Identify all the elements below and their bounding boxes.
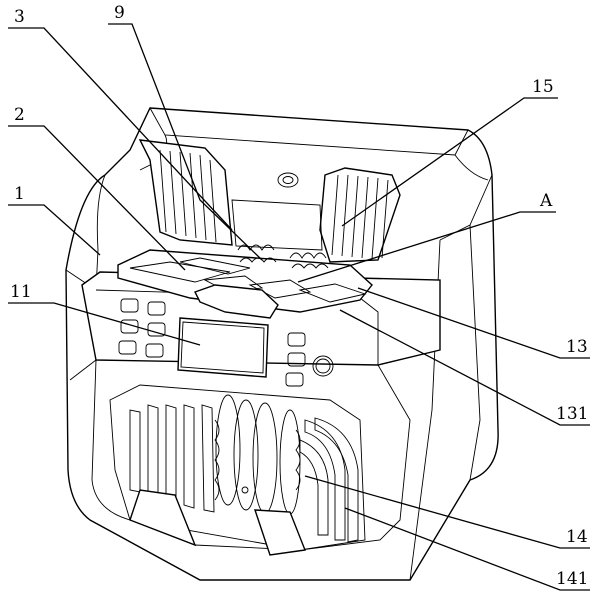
label-15: 15 xyxy=(532,77,554,97)
panel-button-2 xyxy=(147,301,166,316)
output-stacker xyxy=(109,384,366,556)
panel-button-8 xyxy=(287,352,306,367)
panel-button-9 xyxy=(285,372,304,387)
panel-button-5 xyxy=(118,340,137,355)
label-9: 9 xyxy=(114,3,125,23)
machine-body xyxy=(65,107,499,581)
panel-button-1 xyxy=(120,298,139,313)
label-14: 14 xyxy=(566,527,588,547)
label-141: 141 xyxy=(556,569,588,589)
knob-icon xyxy=(312,355,334,377)
feed-rollers xyxy=(231,172,329,269)
panel-button-6 xyxy=(145,343,164,358)
label-131: 131 xyxy=(556,404,588,424)
right-guide-plate xyxy=(319,167,401,263)
label-1: 1 xyxy=(14,184,25,204)
display-screen xyxy=(177,317,269,378)
leader-lines xyxy=(8,23,590,591)
label-3: 3 xyxy=(14,7,25,27)
label-11: 11 xyxy=(10,282,32,302)
panel-button-7 xyxy=(287,332,306,347)
label-A: A xyxy=(539,191,553,211)
label-2: 2 xyxy=(14,105,25,125)
label-13: 13 xyxy=(566,337,588,357)
reference-labels: 3 9 2 1 11 15 A 13 131 14 141 xyxy=(10,3,588,589)
